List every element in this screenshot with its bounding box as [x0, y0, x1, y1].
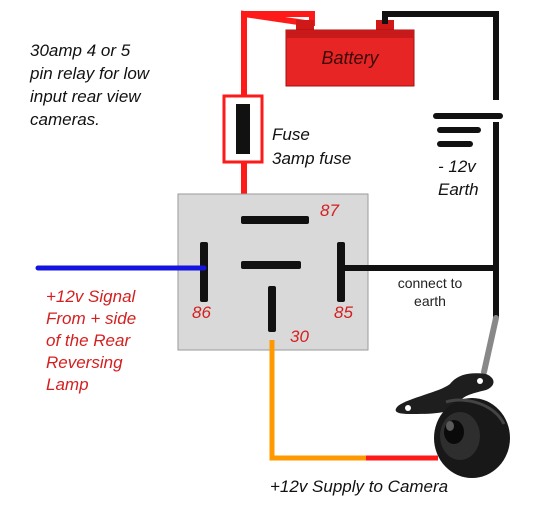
title-line-4: cameras.	[30, 110, 100, 129]
fuse-rating-label: 3amp fuse	[272, 149, 351, 168]
camera-earth-lead	[481, 315, 499, 375]
signal-label: +12v Signal From + side of the Rear Reve…	[46, 287, 137, 394]
fuse-label: Fuse	[272, 125, 310, 144]
relay-pin-86	[200, 242, 208, 302]
battery-positive-terminal	[296, 20, 314, 32]
earth-symbol	[433, 100, 503, 147]
connect-earth-label-2: earth	[414, 293, 446, 309]
relay-pin-30	[268, 286, 276, 332]
signal-line-4: Reversing	[46, 353, 123, 372]
signal-line-5: Lamp	[46, 375, 89, 394]
battery-body	[285, 29, 415, 87]
supply-wire	[269, 340, 366, 461]
pin-85-label: 85	[334, 303, 353, 322]
pin-87-label: 87	[320, 201, 339, 220]
title-line-1: 30amp 4 or 5	[30, 41, 131, 60]
supply-label: +12v Supply to Camera	[270, 477, 448, 496]
relay-pin-87a	[241, 261, 301, 269]
camera-icon	[395, 373, 510, 478]
connect-earth-label-1: connect to	[398, 275, 463, 291]
battery-top-band	[286, 30, 414, 38]
title-block: 30amp 4 or 5 pin relay for low input rea…	[29, 41, 151, 129]
earth-wire-battery	[382, 11, 499, 318]
battery-negative-terminal	[376, 20, 394, 32]
pin-30-label: 30	[290, 327, 309, 346]
earth-label: Earth	[438, 180, 479, 199]
relay-pin-85	[337, 242, 345, 302]
signal-line-1: +12v Signal	[46, 287, 137, 306]
title-line-2: pin relay for low	[29, 64, 151, 83]
title-line-3: input rear view	[30, 87, 142, 106]
pin-86-label: 86	[192, 303, 211, 322]
earth-label-volt: - 12v	[438, 157, 477, 176]
battery-label: Battery	[321, 48, 379, 68]
fuse-element	[236, 104, 250, 154]
signal-line-3: of the Rear	[46, 331, 131, 350]
relay-pin-87	[241, 216, 309, 224]
signal-line-2: From + side	[46, 309, 136, 328]
